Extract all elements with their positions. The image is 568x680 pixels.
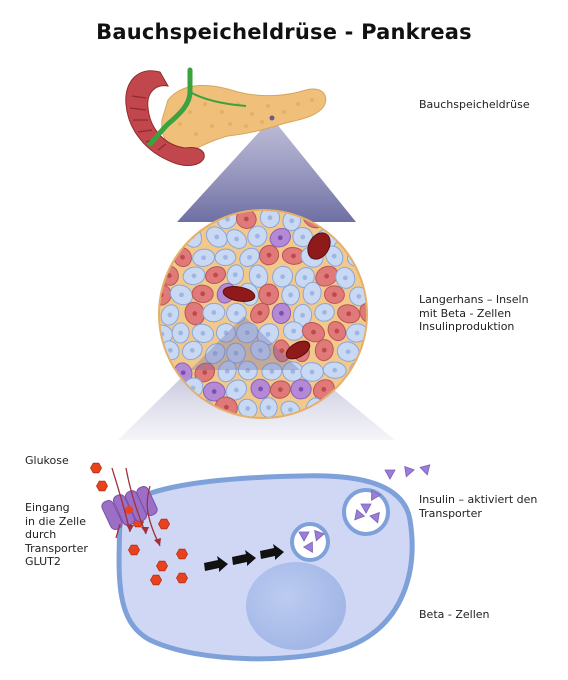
islet-cell-nucleus (299, 387, 304, 392)
islet-cell-nucleus (291, 329, 296, 334)
islet-cell-nucleus (266, 332, 271, 337)
islet-cell-nucleus (178, 331, 183, 336)
label-islets-line-1: Langerhans – Inseln (419, 293, 529, 307)
islet-cell-nucleus (268, 215, 273, 220)
islet-cell-nucleus (300, 313, 305, 318)
glucose-molecule (177, 573, 188, 583)
islet-cell-nucleus (266, 405, 271, 410)
beta-cell (91, 463, 433, 659)
islet-cell-nucleus (214, 235, 219, 240)
islet-cell-nucleus (356, 369, 361, 374)
islet-cell-nucleus (321, 387, 326, 392)
islet-cell-nucleus (278, 387, 283, 392)
islet-cell-nucleus (310, 370, 315, 375)
glucose-molecule (129, 545, 140, 555)
islet-cell-nucleus (266, 292, 271, 297)
islet-cell-nucleus (224, 405, 229, 410)
islet-cell-nucleus (179, 292, 184, 297)
islet-cell-nucleus (202, 370, 207, 375)
islet-cell-nucleus (201, 255, 206, 260)
label-entry-line-3: durch (25, 528, 88, 542)
islet-cell-nucleus (213, 273, 218, 278)
islet-cell-nucleus (245, 406, 250, 411)
insulin-molecule (385, 470, 395, 479)
islet-cell-nucleus (180, 255, 185, 260)
label-insulin: Insulin – aktiviert den Transporter (419, 493, 537, 520)
islet-cell-nucleus (223, 255, 228, 260)
label-insulin-line-2: Transporter (419, 507, 537, 521)
label-insulin-line-1: Insulin – aktiviert den (419, 493, 537, 507)
label-entry: Eingang in die Zelle durch Transporter G… (25, 501, 88, 569)
islet-cell-nucleus (234, 311, 239, 316)
islet-cell-nucleus (258, 387, 263, 392)
islet-cell-nucleus (311, 330, 316, 335)
islet-cell-nucleus (357, 294, 362, 299)
label-entry-line-1: Eingang (25, 501, 88, 515)
glucose-molecule (91, 463, 102, 473)
islet-cell-nucleus (200, 291, 205, 296)
islet-cell-nucleus (332, 292, 337, 297)
islet-cell-nucleus (181, 370, 186, 375)
islet-cell-nucleus (291, 254, 296, 259)
insulin-molecule (420, 465, 432, 476)
islet-cell-nucleus (168, 313, 173, 318)
islet-cell-nucleus (302, 275, 307, 280)
islet-cell-nucleus (192, 311, 197, 316)
islet-cell-nucleus (200, 331, 205, 336)
zoom-focus-point (270, 116, 275, 121)
label-islets-line-3: Insulinproduktion (419, 320, 529, 334)
islet-cell-nucleus (300, 235, 305, 240)
islet-cell-nucleus (257, 311, 262, 316)
label-entry-line-2: in die Zelle (25, 515, 88, 529)
islet-cell-nucleus (334, 329, 339, 334)
islet-cell-nucleus (190, 348, 195, 353)
insulin-vesicle (292, 524, 328, 560)
islet-cell-nucleus (288, 407, 293, 412)
islet-cell-nucleus (346, 349, 351, 354)
glucose-molecule (159, 519, 170, 529)
islet-cell-nucleus (234, 388, 239, 393)
glucose-molecule (151, 575, 162, 585)
islet-cell-nucleus (168, 348, 173, 353)
label-entry-line-5: GLUT2 (25, 555, 88, 569)
label-entry-line-4: Transporter (25, 542, 88, 556)
islet-cell-nucleus (310, 291, 315, 296)
islet-cell-nucleus (279, 311, 284, 316)
islet-cell-nucleus (247, 255, 252, 260)
glucose-molecule (177, 549, 188, 559)
pancreas-body (162, 85, 326, 152)
label-islets: Langerhans – Inseln mit Beta - Zellen In… (419, 293, 529, 334)
islet-cell-nucleus (343, 275, 348, 280)
label-glucose: Glukose (25, 454, 69, 468)
label-islets-line-2: mit Beta - Zellen (419, 307, 529, 321)
beta-cell-nucleus (246, 562, 346, 650)
label-pancreas: Bauchspeicheldrüse (419, 98, 530, 112)
islet-cell-nucleus (211, 310, 216, 315)
islet-cell-nucleus (324, 274, 329, 279)
islet-cell-nucleus (322, 348, 327, 353)
islet-cell-nucleus (288, 293, 293, 298)
islet-cell-nucleus (355, 256, 360, 261)
islet-cell-nucleus (192, 273, 197, 278)
islet-cell-nucleus (289, 218, 294, 223)
glucose-molecule (157, 561, 168, 571)
islet-cell-nucleus (212, 389, 217, 394)
islet-cell-nucleus (234, 237, 239, 242)
glucose-molecule (97, 481, 108, 491)
islet-cell-nucleus (355, 331, 360, 336)
islet-cell-nucleus (280, 274, 285, 279)
islet-cell-nucleus (278, 235, 283, 240)
islet-cell-nucleus (332, 254, 337, 259)
islet-cell-nucleus (332, 368, 337, 373)
islet-cell-nucleus (233, 272, 238, 277)
insulin-molecule (402, 467, 414, 479)
label-beta-cells: Beta - Zellen (419, 608, 490, 622)
islet-cell-nucleus (244, 217, 249, 222)
islet-cell-nucleus (346, 311, 351, 316)
islet-cell-nucleus (267, 253, 272, 258)
islet-cell-nucleus (255, 234, 260, 239)
islet-cell-nucleus (256, 274, 261, 279)
islet-cell-nucleus (322, 310, 327, 315)
